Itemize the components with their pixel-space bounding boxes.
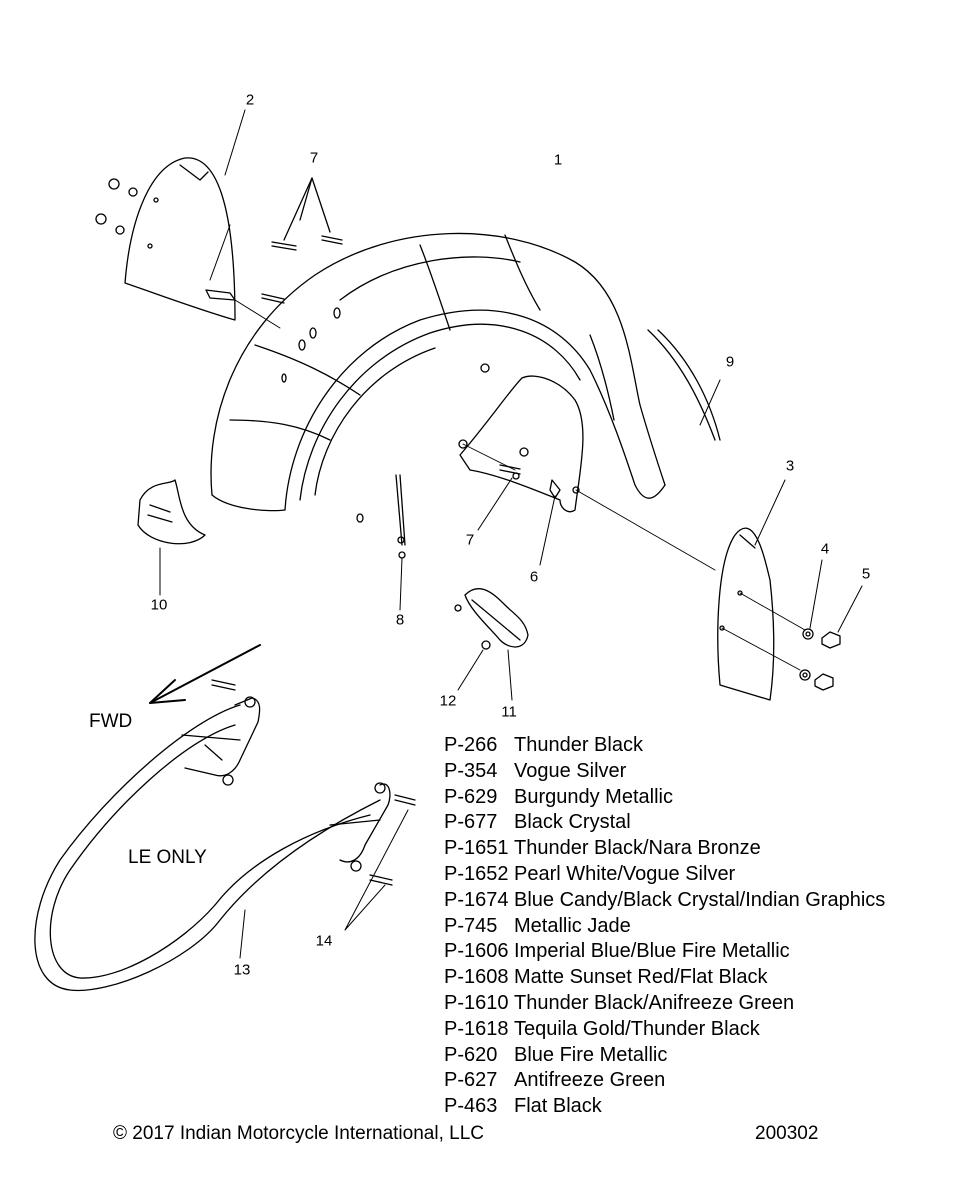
paint-color-name: Thunder Black (514, 734, 643, 756)
copyright-notice: © 2017 Indian Motorcycle International, … (113, 1123, 484, 1144)
paint-code: P-1610 (444, 991, 509, 1014)
paint-color-name: Thunder Black/Nara Bronze (514, 837, 761, 860)
callout-6: 6 (529, 568, 539, 586)
paint-color-name: Thunder Black/Anifreeze Green (514, 991, 795, 1014)
paint-code: P-1674 (444, 888, 509, 911)
bolts-part-7-top (261, 177, 343, 304)
fwd-label: FWD (89, 711, 133, 732)
paint-code-row: P-677 Black Crystal (444, 810, 885, 836)
bracket-part-10 (137, 479, 206, 596)
paint-color-name: Vogue Silver (514, 759, 627, 782)
nut-part-12 (457, 640, 491, 691)
fender-tip-part-3 (717, 479, 806, 701)
washers-part-4 (799, 559, 823, 681)
paint-color-name: Imperial Blue/Blue Fire Metallic (514, 940, 790, 963)
paint-color-name: Tequila Gold/Thunder Black (514, 1017, 760, 1040)
nuts-part-5 (814, 585, 863, 691)
bolts-part-7-bottom (477, 464, 521, 531)
paint-color-name: Burgundy Metallic (514, 785, 673, 808)
callout-4: 4 (820, 540, 830, 558)
front-fender-part-1 (209, 224, 666, 523)
paint-color-name: Pearl White/Vogue Silver (514, 862, 736, 885)
callout-2: 2 (245, 91, 255, 109)
le-only-label: LE ONLY (128, 847, 207, 868)
paint-color-name: Blue Fire Metallic (514, 1043, 668, 1066)
paint-code: P-677 (444, 811, 498, 834)
paint-code-row: P-629 Burgundy Metallic (444, 785, 885, 811)
paint-code-row: P-620 Blue Fire Metallic (444, 1043, 885, 1069)
callout-7-top: 7 (309, 149, 319, 167)
drawing-number: 200302 (755, 1123, 819, 1144)
paint-code: P-1652 (444, 862, 509, 885)
paint-color-name: Flat Black (514, 1095, 602, 1118)
callout-11: 11 (501, 703, 517, 721)
paint-code: P-620 (444, 1043, 498, 1066)
callout-12: 12 (439, 692, 457, 710)
paint-code: P-1608 (444, 966, 509, 989)
callout-5: 5 (861, 565, 871, 583)
paint-code: P-1651 (444, 837, 509, 860)
callout-13: 13 (233, 961, 251, 979)
paint-code: P-266 (444, 734, 498, 756)
callout-9: 9 (725, 353, 735, 371)
paint-color-name: Metallic Jade (514, 914, 631, 937)
callout-3: 3 (785, 457, 795, 475)
callout-1: 1 (553, 151, 563, 169)
paint-code-row: P-745 Metallic Jade (444, 914, 885, 940)
paint-code: P-745 (444, 914, 498, 937)
le-rail-part-13 (34, 679, 416, 992)
callout-8: 8 (395, 611, 405, 629)
paint-code: P-629 (444, 785, 498, 808)
callout-7-bottom: 7 (465, 531, 475, 549)
paint-code: P-354 (444, 759, 498, 782)
fwd-arrow (149, 644, 261, 704)
paint-code-row: P-627 Antifreeze Green (444, 1068, 885, 1094)
rod-part-8 (395, 474, 406, 611)
paint-color-name: Blue Candy/Black Crystal/Indian Graphics (514, 888, 886, 911)
fender-mount-plate (458, 363, 716, 571)
fender-tip-part-2 (95, 109, 281, 329)
paint-code: P-627 (444, 1069, 498, 1092)
paint-code-row: P-266 Thunder Black (444, 733, 885, 759)
bolt-part-6 (539, 479, 561, 566)
callout-14: 14 (315, 932, 333, 950)
paint-color-name: Antifreeze Green (514, 1069, 666, 1092)
paint-code: P-463 (444, 1095, 498, 1118)
paint-color-name: Black Crystal (514, 811, 631, 834)
paint-code-row: P-463 Flat Black (444, 1094, 885, 1120)
callout-10: 10 (150, 596, 168, 614)
bracket-part-11 (454, 588, 529, 701)
paint-color-name: Matte Sunset Red/Flat Black (514, 966, 768, 989)
paint-code: P-1618 (444, 1017, 509, 1040)
leader-part-14 (344, 809, 409, 931)
paint-code-row: P-354 Vogue Silver (444, 759, 885, 785)
trim-strip-part-9 (647, 329, 721, 441)
paint-code: P-1606 (444, 940, 509, 963)
